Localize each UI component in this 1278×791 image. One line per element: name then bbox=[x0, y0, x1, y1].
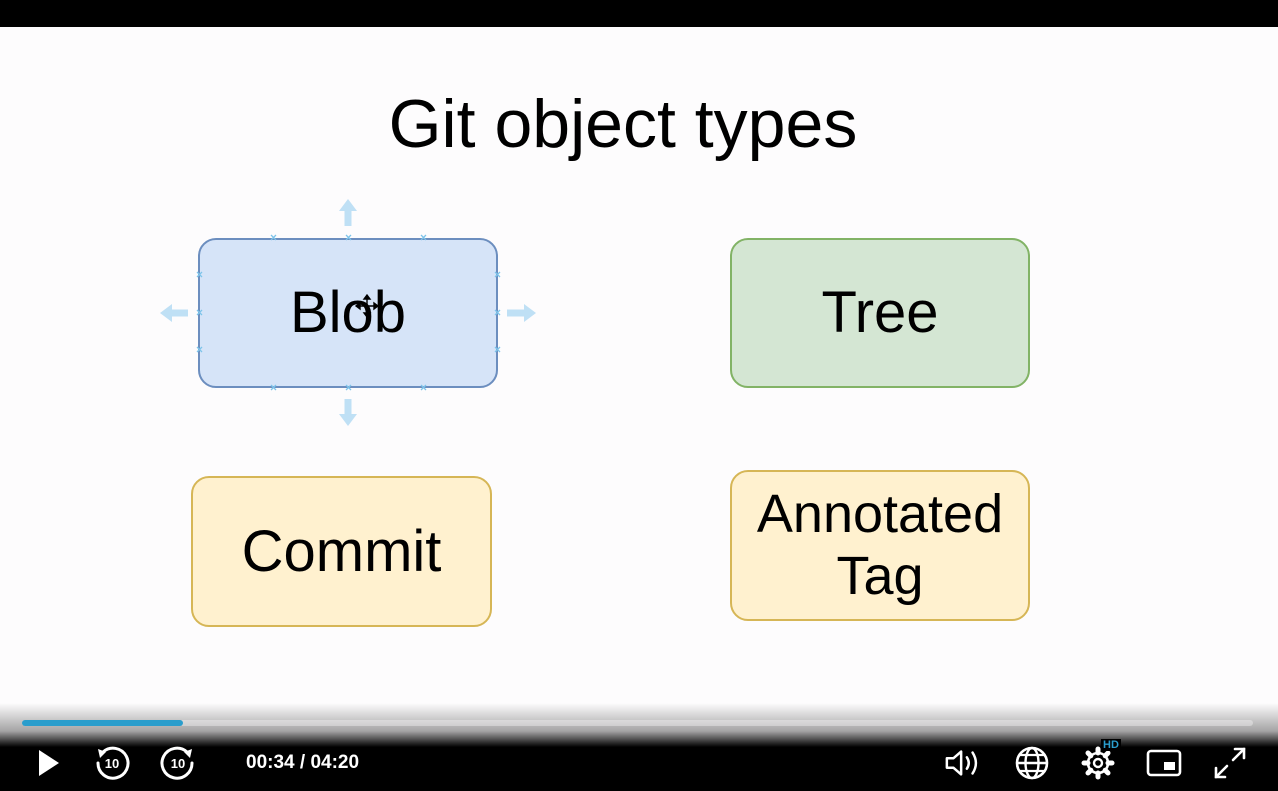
volume-icon bbox=[945, 750, 978, 776]
settings-gear-icon bbox=[1081, 746, 1115, 780]
progress-bar[interactable] bbox=[22, 720, 1253, 726]
arrow-up-icon bbox=[339, 199, 357, 226]
progress-fill bbox=[22, 720, 184, 726]
forward-10-button[interactable]: 10 bbox=[158, 743, 198, 783]
fullscreen-button[interactable] bbox=[1210, 743, 1250, 783]
picture-in-picture-icon bbox=[1146, 749, 1182, 777]
commit-label: Commit bbox=[241, 518, 442, 584]
blob-label: Blob bbox=[289, 280, 407, 346]
duration: 04:20 bbox=[310, 752, 360, 773]
slide-title: Git object types bbox=[388, 86, 858, 162]
rewind-10-icon: 10 bbox=[96, 746, 130, 780]
play-button[interactable] bbox=[27, 743, 67, 783]
player-controls: 10 10 00:34 / 04:20 bbox=[0, 703, 1278, 791]
tree-box: Tree bbox=[730, 238, 1030, 388]
svg-text:10: 10 bbox=[105, 756, 119, 771]
annotated-tag-line-2: Tag bbox=[836, 545, 924, 606]
blob-box: Blob bbox=[198, 238, 498, 388]
play-icon bbox=[39, 750, 59, 776]
annotated-tag-box: Annotated Tag bbox=[730, 470, 1030, 621]
forward-10-icon: 10 bbox=[160, 746, 194, 780]
annotated-tag-line-1: Annotated bbox=[756, 484, 1004, 545]
volume-button[interactable] bbox=[944, 743, 984, 783]
language-globe-icon bbox=[1015, 746, 1049, 780]
current-time: 00:34 bbox=[246, 752, 295, 773]
arrow-down-icon bbox=[339, 399, 357, 426]
annotated-tag-label: Annotated Tag bbox=[757, 484, 1003, 606]
tree-label: Tree bbox=[821, 280, 939, 346]
hd-badge: HD bbox=[1101, 739, 1121, 751]
arrow-left-icon bbox=[160, 304, 188, 322]
settings-button[interactable] bbox=[1078, 743, 1118, 783]
arrow-right-icon bbox=[507, 304, 536, 322]
svg-text:10: 10 bbox=[171, 756, 185, 771]
time-separator: / bbox=[299, 752, 306, 773]
time-display: 00:34 / 04:20 bbox=[246, 752, 359, 774]
fullscreen-icon bbox=[1214, 747, 1246, 779]
language-button[interactable] bbox=[1012, 743, 1052, 783]
commit-box: Commit bbox=[191, 476, 492, 627]
rewind-10-button[interactable]: 10 bbox=[92, 743, 132, 783]
video-top-letterbox bbox=[0, 0, 1278, 27]
picture-in-picture-button[interactable] bbox=[1144, 743, 1184, 783]
video-frame[interactable]: Git object types Blob Tree Commit Annota… bbox=[0, 27, 1278, 747]
